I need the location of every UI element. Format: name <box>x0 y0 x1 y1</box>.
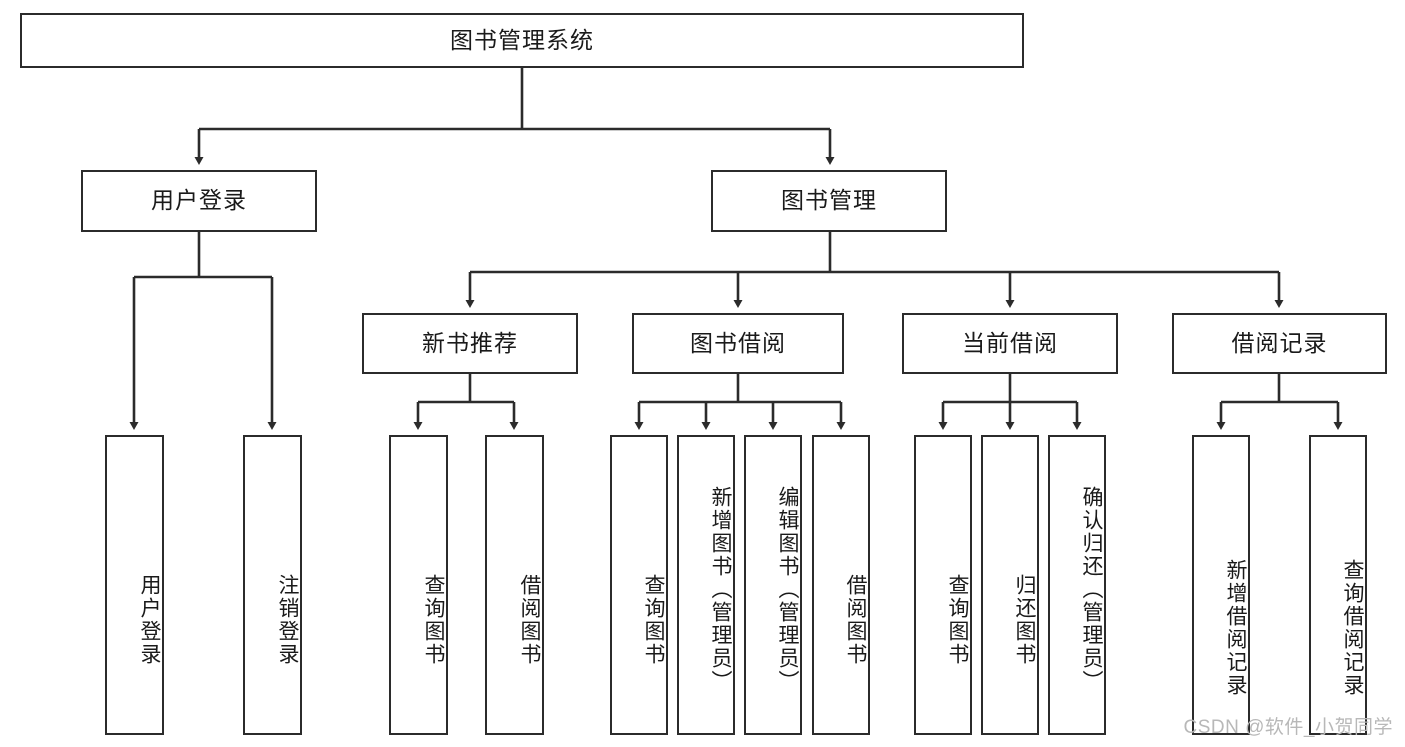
leaf-add-book-admin-label: 新增图书（管理员） <box>709 485 732 693</box>
leaf-borrow-book-borrow-label: 借阅图书 <box>844 574 867 666</box>
node-user-login-label: 用户登录 <box>151 187 247 214</box>
leaf-edit-book-admin[interactable]: 编辑图书（管理员） <box>744 435 802 735</box>
node-user-login[interactable]: 用户登录 <box>81 170 317 232</box>
node-new-book-recommend[interactable]: 新书推荐 <box>362 313 578 374</box>
node-borrow-record[interactable]: 借阅记录 <box>1172 313 1387 374</box>
leaf-query-borrow-record[interactable]: 查询借阅记录 <box>1309 435 1367 735</box>
leaf-query-book-borrow-label: 查询图书 <box>642 574 665 666</box>
leaf-borrow-book-borrow[interactable]: 借阅图书 <box>812 435 870 735</box>
node-book-borrow-label: 图书借阅 <box>690 329 786 356</box>
node-root[interactable]: 图书管理系统 <box>20 13 1024 68</box>
leaf-query-book-recommend-label: 查询图书 <box>422 574 445 666</box>
leaf-add-borrow-record-label: 新增借阅记录 <box>1224 559 1247 697</box>
node-book-management[interactable]: 图书管理 <box>711 170 947 232</box>
leaf-borrow-book-recommend-label: 借阅图书 <box>518 574 541 666</box>
leaf-return-book-label: 归还图书 <box>1013 574 1036 666</box>
leaf-user-logout-label: 注销登录 <box>276 574 299 666</box>
leaf-query-book-borrow[interactable]: 查询图书 <box>610 435 668 735</box>
leaf-add-book-admin[interactable]: 新增图书（管理员） <box>677 435 735 735</box>
leaf-user-login[interactable]: 用户登录 <box>105 435 164 735</box>
leaf-borrow-book-recommend[interactable]: 借阅图书 <box>485 435 544 735</box>
leaf-add-borrow-record[interactable]: 新增借阅记录 <box>1192 435 1250 735</box>
node-book-borrow[interactable]: 图书借阅 <box>632 313 844 374</box>
node-root-label: 图书管理系统 <box>450 26 594 53</box>
leaf-query-book-current[interactable]: 查询图书 <box>914 435 972 735</box>
node-current-borrow[interactable]: 当前借阅 <box>902 313 1118 374</box>
leaf-confirm-return-admin-label: 确认归还（管理员） <box>1080 485 1103 693</box>
leaf-user-logout[interactable]: 注销登录 <box>243 435 302 735</box>
leaf-edit-book-admin-label: 编辑图书（管理员） <box>776 485 799 693</box>
leaf-query-book-current-label: 查询图书 <box>946 574 969 666</box>
node-new-book-recommend-label: 新书推荐 <box>422 329 518 356</box>
node-book-management-label: 图书管理 <box>781 187 877 214</box>
leaf-query-borrow-record-label: 查询借阅记录 <box>1341 559 1364 697</box>
leaf-confirm-return-admin[interactable]: 确认归还（管理员） <box>1048 435 1106 735</box>
csdn-watermark: CSDN @软件_小贺同学 <box>1183 717 1393 738</box>
leaf-query-book-recommend[interactable]: 查询图书 <box>389 435 448 735</box>
leaf-return-book[interactable]: 归还图书 <box>981 435 1039 735</box>
node-borrow-record-label: 借阅记录 <box>1231 329 1328 356</box>
leaf-user-login-label: 用户登录 <box>138 574 161 666</box>
node-current-borrow-label: 当前借阅 <box>962 329 1058 356</box>
